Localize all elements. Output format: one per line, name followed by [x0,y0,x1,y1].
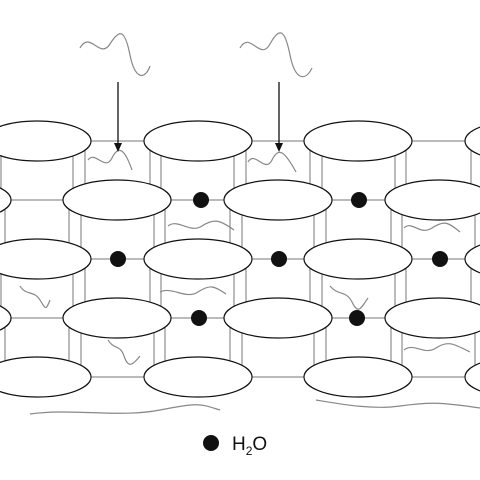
layer-ellipse [464,362,480,392]
layer-ellipse [62,179,172,221]
wavy-strand [159,286,227,296]
water-molecule-dot [349,310,365,326]
layer-ellipse [0,356,92,398]
layer-ellipse [0,187,12,213]
ellipse-layers [0,120,480,398]
layer-ellipse [0,120,92,162]
water-molecule-dot [110,251,126,267]
wavy-strands [19,32,480,415]
incoming-arrows [114,82,283,152]
legend: H2O [203,434,267,458]
layer-ellipse [223,179,333,221]
wavy-strand [19,285,51,309]
wavy-strand [29,404,221,415]
layer-ellipse [143,356,253,398]
layer-ellipse [0,238,92,280]
water-molecule-dot [351,192,367,208]
layer-ellipse [303,356,413,398]
wavy-strand [403,222,461,233]
wavy-strand [247,151,297,173]
water-molecule-dot [191,310,207,326]
wavy-strand [167,220,235,231]
layer-ellipse [464,126,480,156]
layer-ellipse [143,120,253,162]
wavy-strand [315,399,480,409]
layer-ellipse [464,244,480,274]
layer-ellipse [384,179,480,221]
arrow-head [114,143,122,152]
water-molecule-dot [271,251,287,267]
layer-ellipse [223,297,333,339]
layer-ellipse [303,120,413,162]
wavy-strand [403,343,471,353]
water-molecule-dot [193,192,209,208]
water-molecule-dot [432,251,448,267]
wavy-strand [107,339,141,365]
layer-ellipse [384,297,480,339]
layer-ellipse [303,238,413,280]
wavy-strand [239,32,313,78]
wavy-strand [87,149,133,171]
legend-water-marker [203,435,219,451]
legend-water-label: H2O [232,434,267,458]
wavy-strand [329,285,369,310]
layer-ellipse [62,297,172,339]
arrow-head [275,143,283,152]
water-molecules [110,192,448,326]
layer-ellipse [143,238,253,280]
wavy-strand [79,33,151,76]
layer-ellipse [0,305,12,331]
